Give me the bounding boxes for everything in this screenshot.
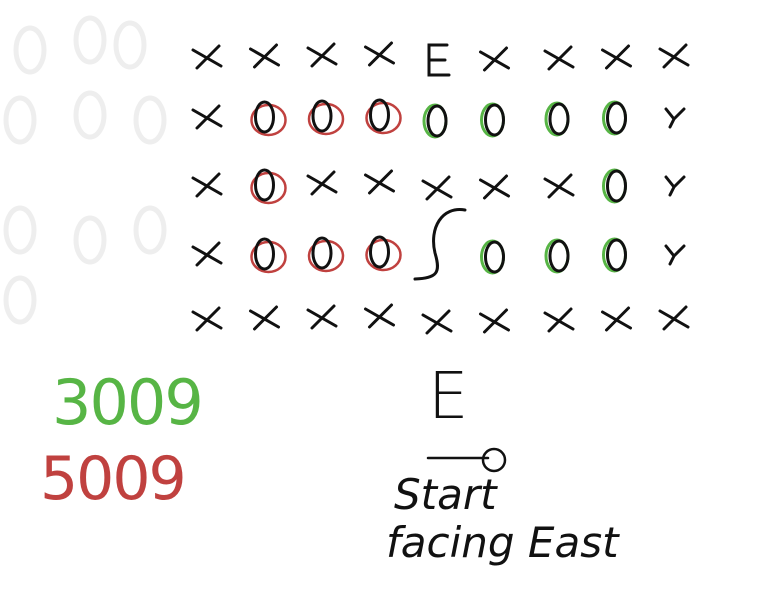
grid-cell-0-1 <box>249 43 280 69</box>
grid-cell-2-4 <box>421 175 453 201</box>
ghost-mark-0 <box>13 25 47 75</box>
start-arrow-icon <box>426 447 507 473</box>
grid-cell-3-4 <box>413 208 467 281</box>
grid-cell-2-3 <box>364 169 395 195</box>
legend-end-label: E <box>428 360 469 434</box>
grid-cell-1-4 <box>422 103 448 139</box>
grid-cell-2-1 <box>250 168 287 205</box>
grid-cell-0-2 <box>306 42 338 68</box>
grid-cell-3-0 <box>191 241 223 267</box>
grid-cell-4-1 <box>249 305 280 331</box>
grid-cell-1-2 <box>307 99 345 136</box>
grid-cell-1-6 <box>544 101 570 137</box>
grid-cell-4-0 <box>191 306 223 332</box>
grid-cell-3-8 <box>664 244 686 266</box>
ghost-mark-6 <box>3 205 37 255</box>
grid-cell-0-5 <box>479 46 510 72</box>
ghost-mark-5 <box>133 95 167 145</box>
ghost-mark-8 <box>133 205 167 255</box>
grid-cell-3-2 <box>307 236 345 273</box>
grid-cell-1-5 <box>480 102 505 138</box>
grid-cell-3-1 <box>250 237 287 274</box>
faded-background-scribbles <box>3 15 167 325</box>
green-code: 3009 <box>52 366 204 439</box>
grid-cell-1-3 <box>365 98 402 135</box>
grid-cell-3-7 <box>602 237 627 273</box>
grid-cell-0-6 <box>543 45 575 71</box>
maze-grid <box>191 41 690 335</box>
grid-cell-2-6 <box>543 173 575 199</box>
grid-cell-1-7 <box>602 100 627 136</box>
red-code: 5009 <box>40 444 187 514</box>
ghost-mark-7 <box>73 215 107 265</box>
ghost-mark-4 <box>73 90 107 140</box>
grid-cell-1-1 <box>250 100 287 137</box>
grid-cell-0-0 <box>191 44 223 70</box>
grid-cell-4-2 <box>306 304 338 330</box>
grid-cell-0-7 <box>601 44 632 70</box>
grid-cell-0-3 <box>364 41 395 67</box>
grid-cell-0-4 <box>427 43 451 77</box>
ghost-mark-2 <box>113 20 147 70</box>
grid-cell-2-8 <box>664 175 686 197</box>
grid-cell-2-2 <box>306 170 338 196</box>
grid-cell-4-8 <box>658 305 690 331</box>
grid-cell-1-0 <box>191 104 223 130</box>
grid-cell-0-8 <box>658 43 690 69</box>
grid-cell-4-4 <box>421 309 453 335</box>
ghost-mark-9 <box>3 275 37 325</box>
grid-cell-4-7 <box>601 306 632 332</box>
grid-cell-2-5 <box>479 174 510 200</box>
grid-cell-2-0 <box>191 172 223 198</box>
grid-cell-4-3 <box>364 303 395 329</box>
grid-cell-4-5 <box>479 308 510 334</box>
grid-cell-2-7 <box>602 168 627 204</box>
grid-cell-4-6 <box>543 307 575 333</box>
start-label-line2: facing East <box>386 518 619 567</box>
start-label-line1: Start <box>394 470 497 519</box>
grid-cell-3-3 <box>365 235 402 272</box>
grid-cell-3-6 <box>544 238 570 274</box>
grid-cell-3-5 <box>480 239 505 275</box>
ghost-mark-1 <box>73 15 107 65</box>
grid-cell-1-8 <box>664 107 686 129</box>
ghost-mark-3 <box>3 95 37 145</box>
